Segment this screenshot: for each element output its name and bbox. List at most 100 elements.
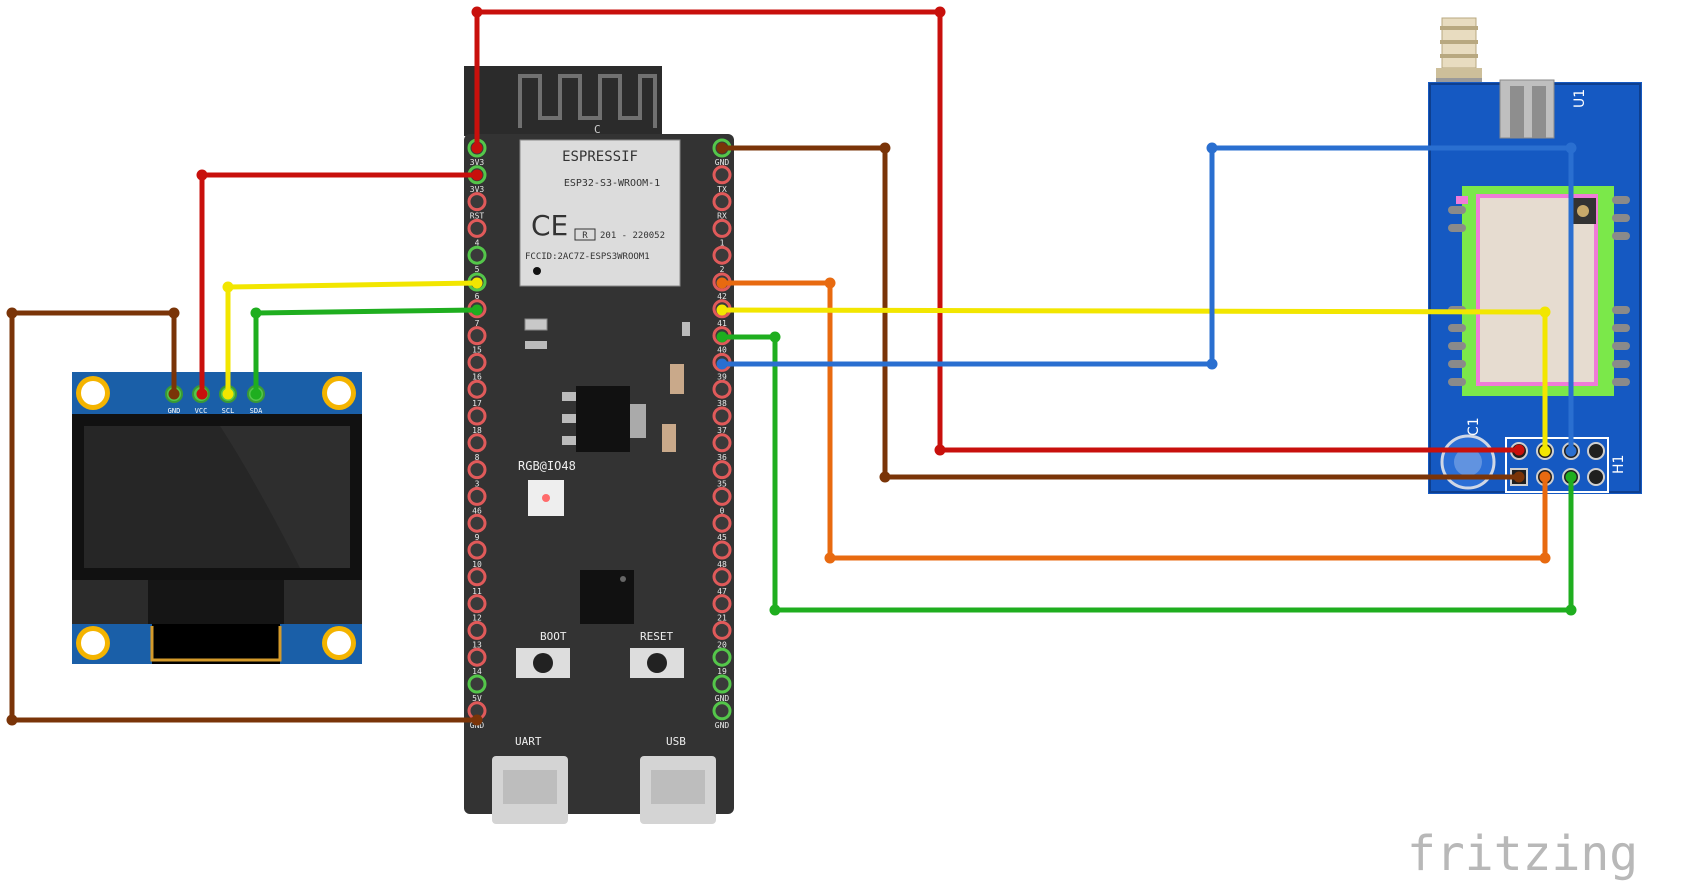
esp-right-pin-label: 38 [717, 399, 727, 408]
esp-right-pin-label: 19 [717, 667, 727, 676]
green-wire-bend [1565, 604, 1577, 616]
orange-wire[interactable] [719, 280, 1548, 561]
esp-left-pin[interactable] [467, 379, 487, 399]
esp-left-pin[interactable] [467, 513, 487, 533]
esp-left-pin[interactable] [467, 406, 487, 426]
esp-left-pin[interactable] [467, 352, 487, 372]
esp-right-pin[interactable] [712, 460, 732, 480]
esp-right-pin[interactable] [712, 433, 732, 453]
esp-right-pin[interactable] [712, 647, 732, 667]
esp-right-pin[interactable] [712, 620, 732, 640]
green-wire-bend [250, 307, 262, 319]
esp-right-pin[interactable] [712, 701, 732, 721]
esp-right-pin-label: 42 [717, 292, 727, 301]
esp-right-pin[interactable] [712, 513, 732, 533]
esp-right-pin-label: 1 [720, 238, 725, 247]
h1-pin[interactable] [1587, 468, 1605, 486]
esp-left-pin-label: 16 [472, 372, 482, 381]
esp-left-pin[interactable] [467, 674, 487, 694]
esp-left-pin[interactable] [467, 460, 487, 480]
esp-left-pin-label: 9 [475, 533, 480, 542]
esp32-board [464, 134, 734, 814]
rf-side-pad [1612, 232, 1630, 240]
rgb-led-label: RGB@IO48 [518, 459, 576, 473]
esp-left-pin[interactable] [467, 486, 487, 506]
antenna-mark: C [594, 123, 601, 136]
esp-right-pin[interactable] [712, 379, 732, 399]
esp-left-pin[interactable] [467, 647, 487, 667]
esp-left-pin-label: 3 [475, 480, 480, 489]
yellow-wire-bend [716, 304, 728, 316]
green-wire-bend [471, 304, 483, 316]
esp-right-pin[interactable] [712, 540, 732, 560]
green-wire-bend [716, 331, 728, 343]
esp-left-pin[interactable] [467, 540, 487, 560]
rf-side-pad [1612, 306, 1630, 314]
esp-left-pin[interactable] [467, 326, 487, 346]
oled-pin-label: VCC [195, 407, 208, 415]
esp-left-pin[interactable] [467, 433, 487, 453]
green-wire-bend [1565, 471, 1577, 483]
esp32-s3-devkit: C ESPRESSIF ESP32-S3-WROOM-1 CE R 201 - … [464, 66, 734, 824]
esp-right-pin-label: 48 [717, 560, 727, 569]
esp-right-pin[interactable] [712, 486, 732, 506]
esp-right-pin[interactable] [712, 406, 732, 426]
esp-right-pin[interactable] [712, 567, 732, 587]
blue-wire-bend [716, 358, 728, 370]
esp-left-pin-label: 10 [472, 560, 482, 569]
red-wire-bend [196, 388, 208, 400]
h1-header [1505, 437, 1609, 493]
rf-side-pad [1612, 324, 1630, 332]
esp-left-pin[interactable] [467, 567, 487, 587]
esp-right-pin[interactable] [712, 674, 732, 694]
esp-right-pin[interactable] [712, 192, 732, 212]
module-brand: ESPRESSIF [562, 149, 638, 165]
esp-left-pin[interactable] [467, 620, 487, 640]
usb-label: USB [666, 735, 686, 748]
esp-right-pin-label: GND [715, 694, 730, 703]
esp-right-pin[interactable] [712, 165, 732, 185]
usb-bridge-chip [580, 570, 634, 624]
esp-left-pin[interactable] [467, 218, 487, 238]
module-fcc: FCCID:2AC7Z-ESPS3WROOM1 [525, 252, 650, 262]
oled-pin-label: SDA [250, 407, 263, 415]
rf-side-pad [1612, 360, 1630, 368]
esp-left-pin-label: 7 [475, 319, 480, 328]
wroom-module [519, 139, 681, 287]
red-wire-bend [471, 169, 483, 181]
reset-label: RESET [640, 630, 673, 643]
brown-wire-bend [1513, 471, 1525, 483]
esp-left-pin[interactable] [467, 594, 487, 614]
esp-left-pin[interactable] [467, 245, 487, 265]
esp-left-pin[interactable] [467, 192, 487, 212]
esp-right-pin[interactable] [712, 218, 732, 238]
esp-left-pin-label: RST [470, 212, 485, 221]
esp-left-pin-label: 4 [475, 238, 480, 247]
brown-wire-bend [879, 142, 891, 154]
esp-right-pin-label: 36 [717, 453, 727, 462]
brown-wire-bend [716, 142, 728, 154]
brown-wire-bend [168, 388, 180, 400]
blue-wire-bend [1565, 445, 1577, 457]
esp-left-pin-label: 14 [472, 667, 482, 676]
rf-side-pad [1612, 378, 1630, 386]
rf-side-pad [1448, 206, 1466, 214]
brown-wire-bend [471, 714, 483, 726]
blue-wire-bend [1206, 142, 1218, 154]
esp-left-pin-label: 5 [475, 265, 480, 274]
esp-right-pin[interactable] [712, 594, 732, 614]
esp-right-pin[interactable] [712, 245, 732, 265]
yellow-wire-bend [471, 277, 483, 289]
orange-wire-bend [824, 552, 836, 564]
yellow-wire[interactable] [719, 307, 1548, 454]
esp-right-pin-label: TX [717, 185, 727, 194]
esp-right-pin-label: 2 [720, 265, 725, 274]
rf-side-pad [1448, 342, 1466, 350]
red-wire-bend [471, 142, 483, 154]
rf-side-pad [1448, 324, 1466, 332]
red-wire-bend [934, 6, 946, 18]
esp-left-pin-label: 3V3 [470, 158, 485, 167]
esp-left-pin-label: 46 [472, 506, 482, 515]
h1-pin[interactable] [1587, 442, 1605, 460]
red-wire-bend [1513, 444, 1525, 456]
